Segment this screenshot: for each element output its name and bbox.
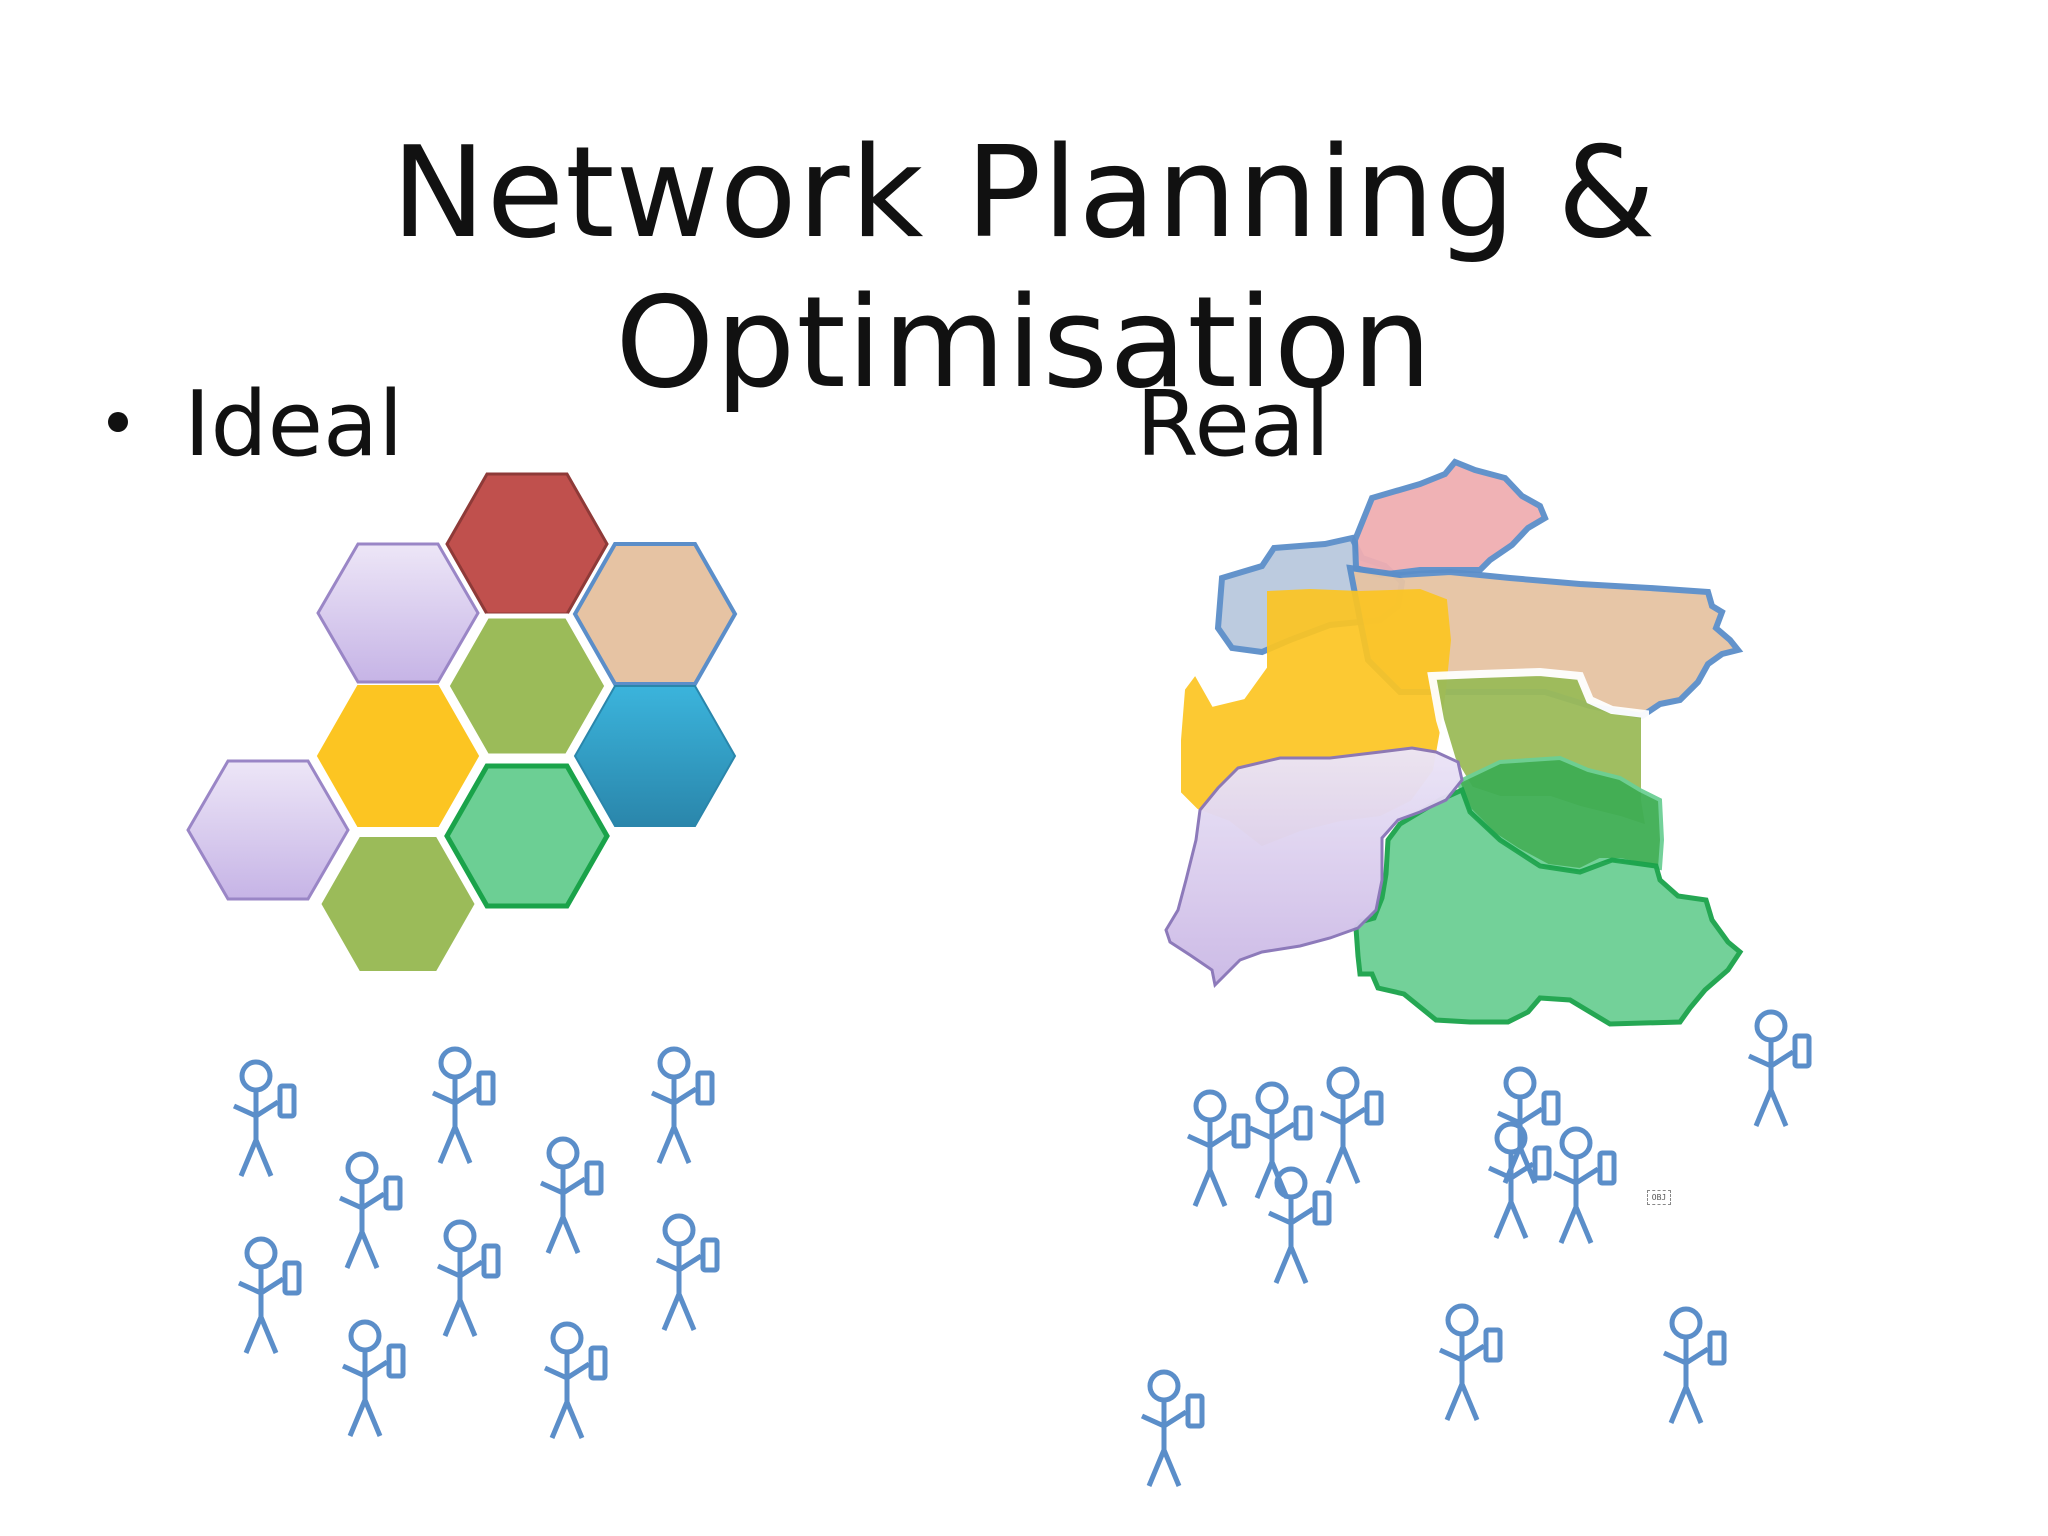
user-icon [340,1154,400,1268]
ideal-hexagon-grid [186,472,738,977]
ideal-users [234,1049,717,1438]
hexagon-cell-yellow [316,685,480,827]
user-icon [1188,1092,1248,1206]
hexagon-cell-red [445,472,609,616]
user-icon [652,1049,712,1163]
real-label: Real [1136,372,1331,477]
hexagon-cell-lavender-left [186,759,350,901]
user-icon [1749,1012,1809,1126]
real-users [1142,1012,1809,1486]
user-icon [541,1139,601,1253]
real-coverage-map [1164,458,1744,1027]
user-icon [1269,1169,1329,1283]
bullet-dot-icon [108,412,128,433]
user-icon [438,1222,498,1336]
user-icon [1554,1129,1614,1243]
user-icon [433,1049,493,1163]
region-mint [1353,786,1744,1027]
hexagon-cell-teal [573,685,737,827]
user-icon [1250,1084,1310,1198]
user-icon [545,1324,605,1438]
hexagon-cell-olive-bottom [314,831,482,977]
user-icon [1440,1306,1500,1420]
ideal-label: Ideal [184,372,404,477]
region-lavender [1164,746,1464,989]
slide-title: Network Planning & Optimisation [391,119,1657,416]
user-icon [657,1216,717,1330]
user-icon [343,1322,403,1436]
user-icon [234,1062,294,1176]
hexagon-cell-mint [444,763,610,909]
hexagon-cell-lavender-top [316,542,480,684]
user-icon [1321,1069,1381,1183]
user-icon [239,1239,299,1353]
hexagon-cell-olive-center [444,613,610,759]
user-icon [1142,1372,1202,1486]
region-pink [1351,458,1549,579]
user-icon [1664,1309,1724,1423]
hexagon-cell-peach [572,542,738,686]
ideal-bullet-item: Ideal [108,375,403,475]
object-placeholder-marker[interactable]: OBJ [1647,1190,1671,1205]
